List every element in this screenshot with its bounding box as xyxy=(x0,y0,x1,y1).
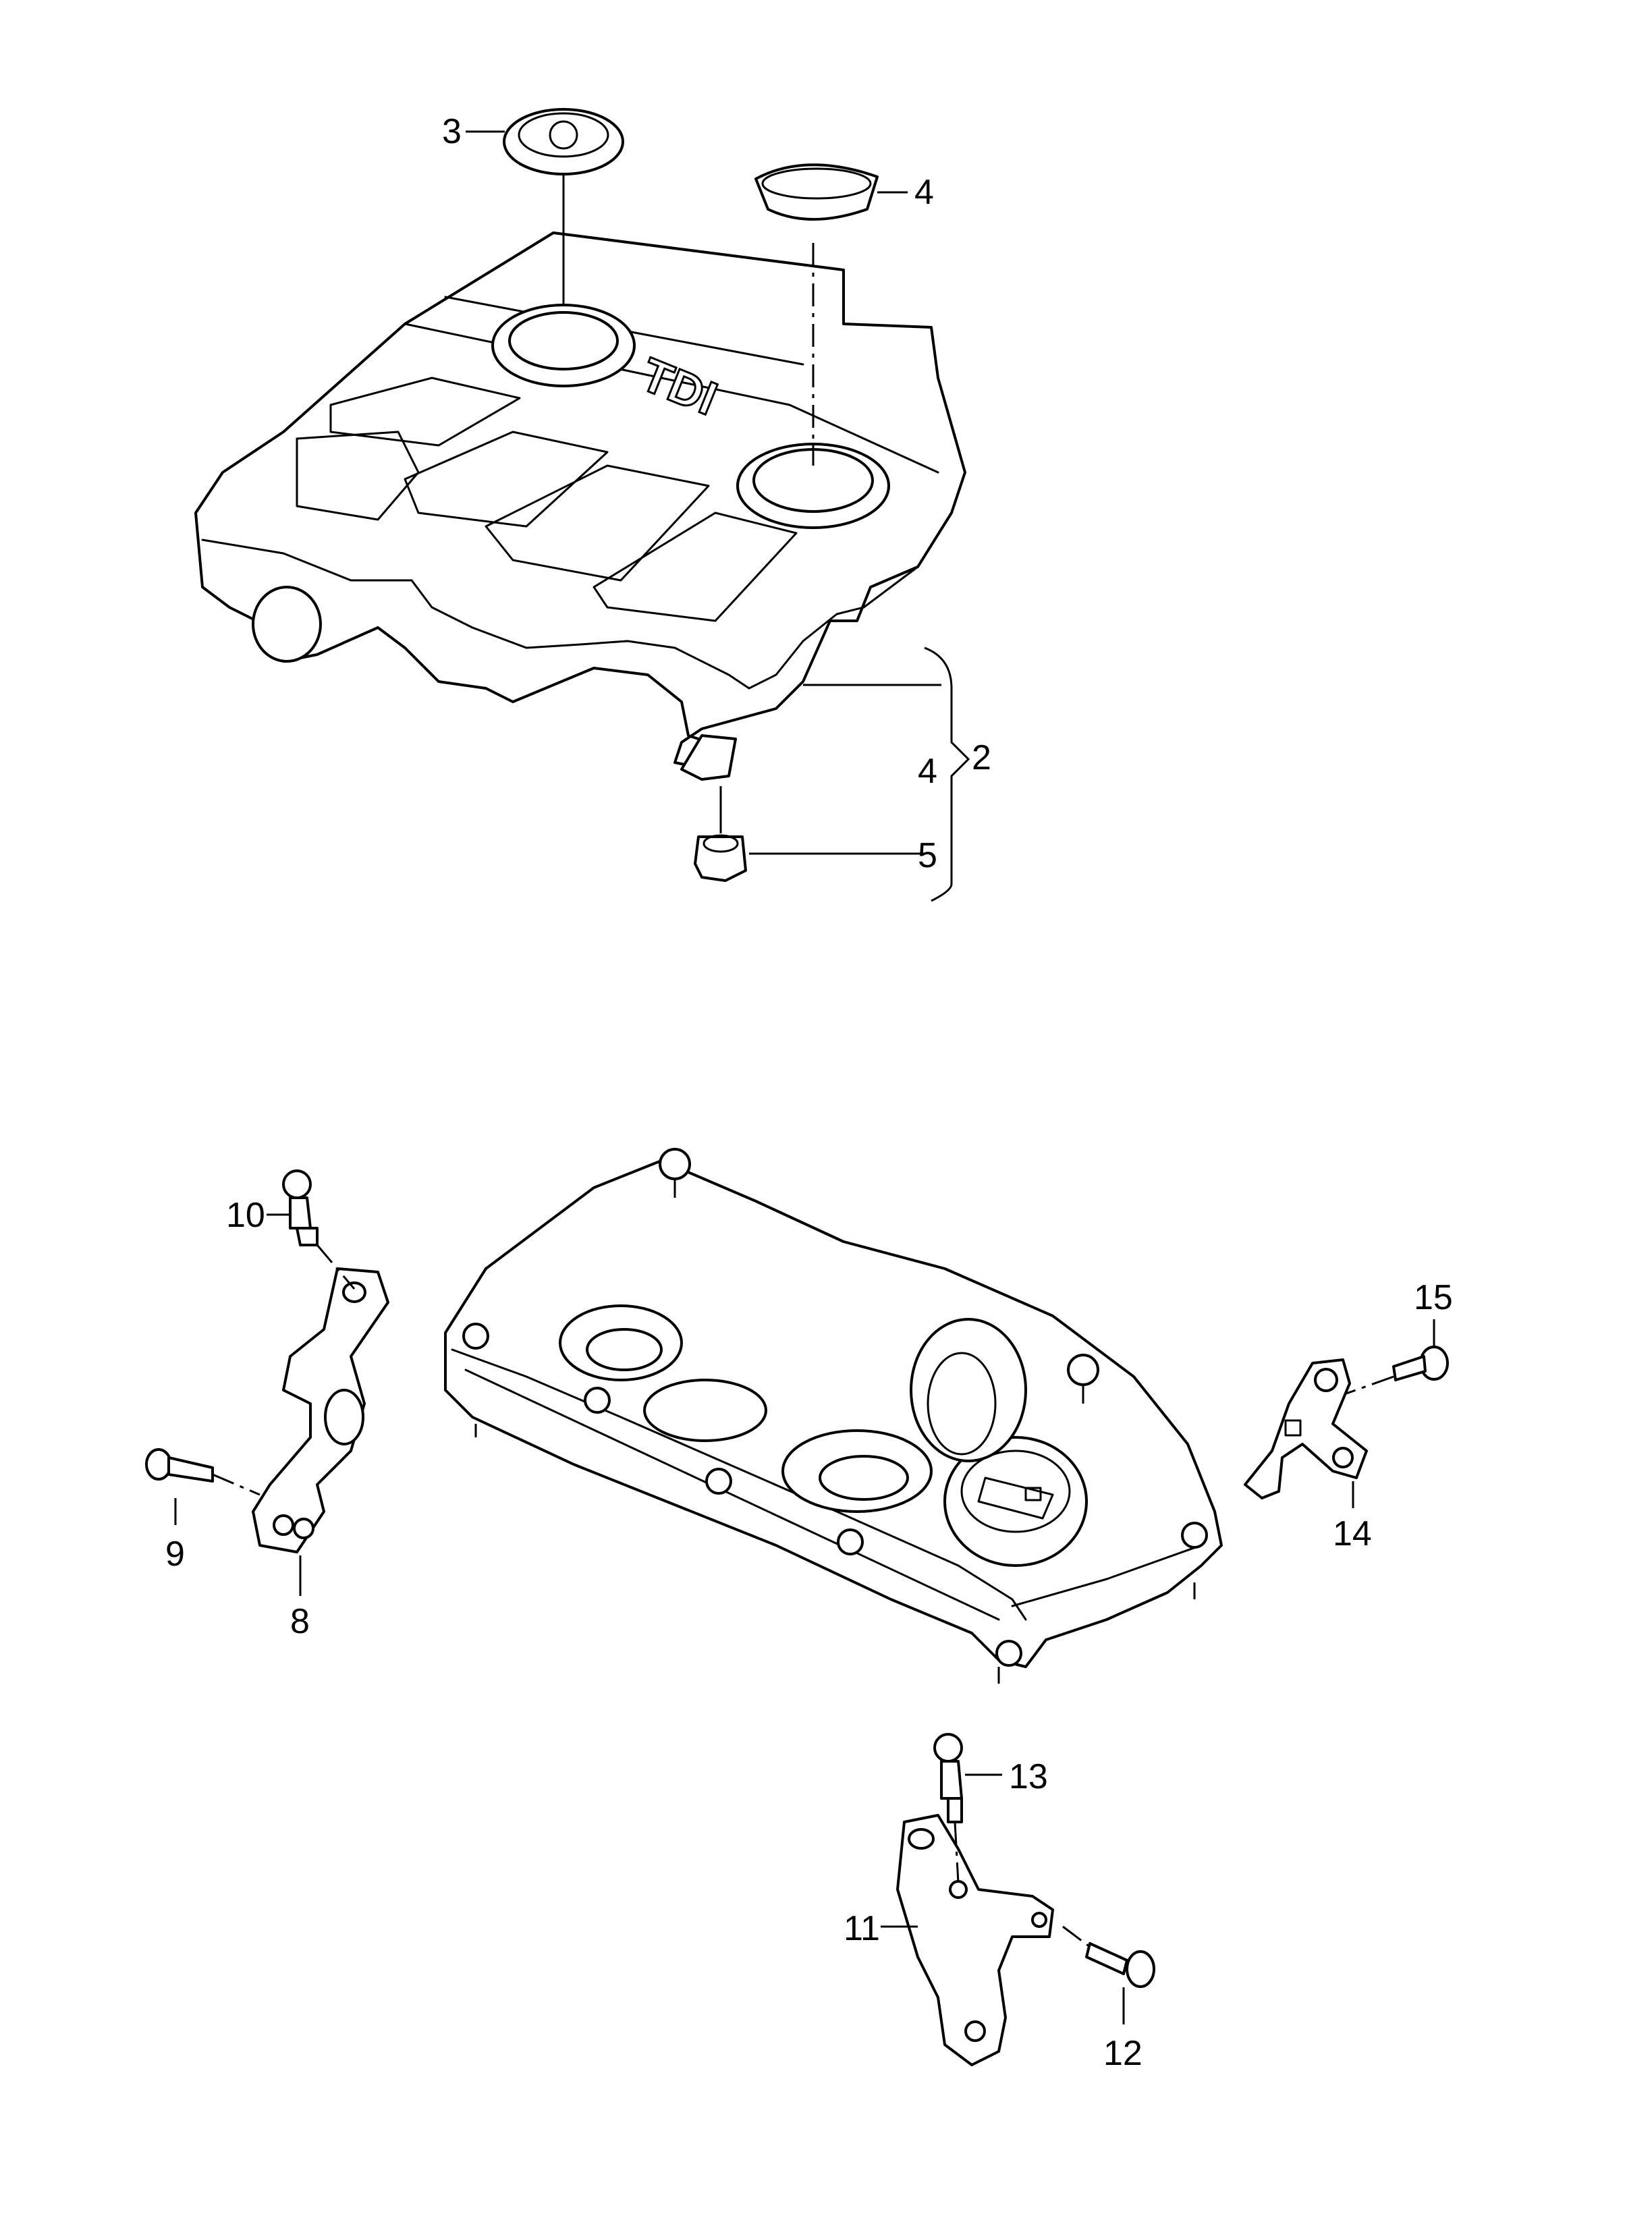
callout-4-bracket: 4 xyxy=(918,752,937,791)
callout-5: 5 xyxy=(918,836,937,875)
callout-8: 8 xyxy=(290,1602,310,1641)
callout-11: 11 xyxy=(844,1909,880,1948)
bolt-left xyxy=(145,1448,214,1483)
callout-14: 14 xyxy=(1333,1514,1372,1553)
ball-stud-lower xyxy=(933,1733,963,1823)
grommet xyxy=(754,163,879,221)
cover-emblem-cap xyxy=(503,108,624,175)
bracket-left xyxy=(252,1267,389,1553)
callout-3: 3 xyxy=(442,112,462,151)
callout-15: 15 xyxy=(1414,1278,1453,1317)
engine-cover: TDI xyxy=(194,231,966,781)
callout-2: 2 xyxy=(972,738,991,777)
callout-12: 12 xyxy=(1103,2034,1142,2073)
callout-13: 13 xyxy=(1009,1757,1048,1796)
bracket-right xyxy=(1244,1358,1368,1499)
callout-4-grommet: 4 xyxy=(914,173,934,212)
bracket-lower xyxy=(896,1814,1054,2066)
rubber-mount xyxy=(694,834,747,882)
bolt-right xyxy=(1392,1346,1449,1381)
callout-10: 10 xyxy=(226,1196,265,1235)
cylinder-head-cover xyxy=(444,1148,1223,1684)
callout-9: 9 xyxy=(165,1535,185,1574)
bolt-lower xyxy=(1085,1942,1155,1988)
ball-stud-left xyxy=(282,1169,319,1246)
